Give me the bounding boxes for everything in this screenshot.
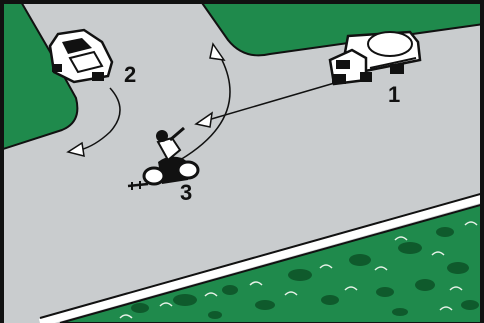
motorcycle-number-label: 3 — [180, 180, 192, 205]
car-number-label: 2 — [124, 62, 136, 87]
truck-number-label: 1 — [388, 82, 400, 107]
top-border — [0, 0, 484, 4]
left-border — [0, 0, 4, 323]
right-border — [480, 0, 484, 323]
